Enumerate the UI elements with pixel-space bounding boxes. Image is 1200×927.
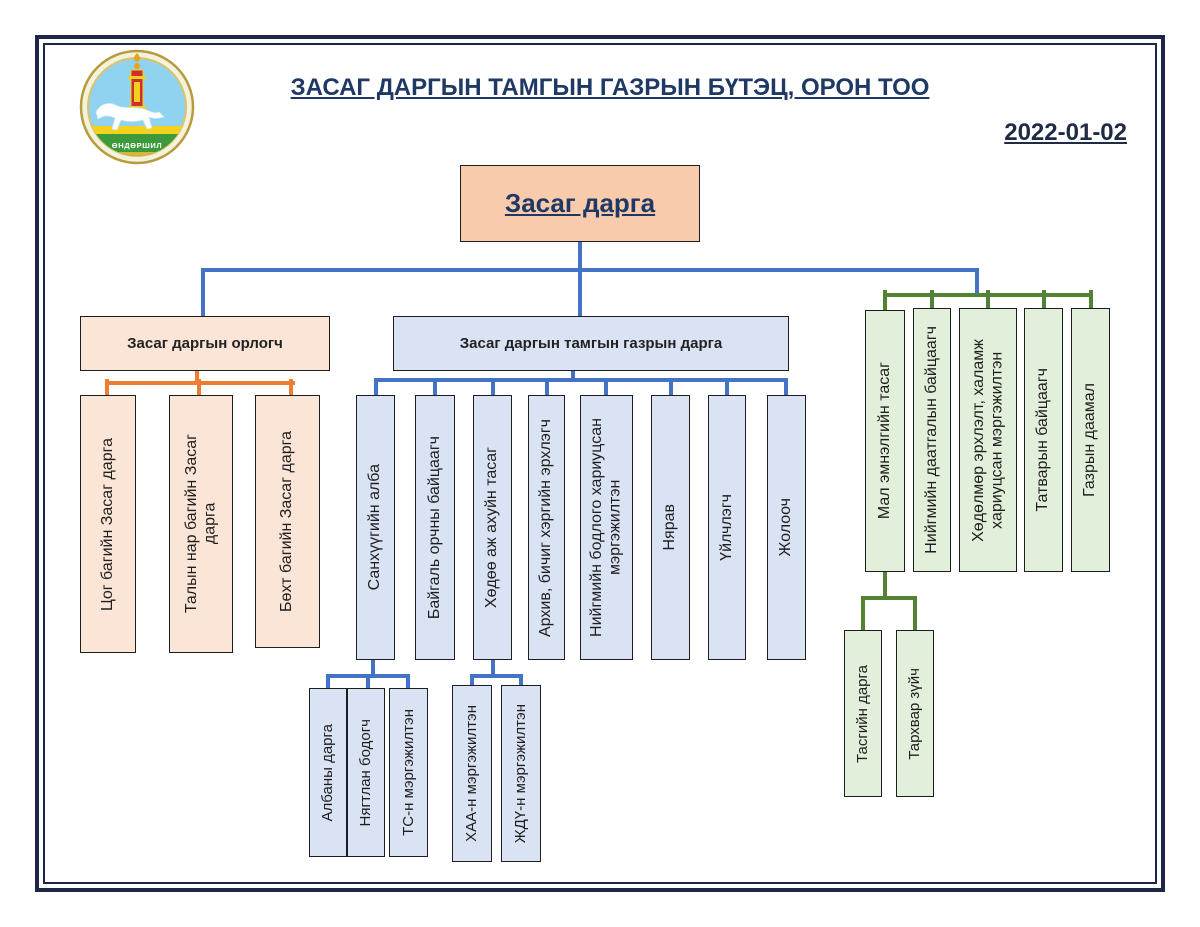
office-unit-box: Жолооч bbox=[767, 395, 806, 660]
finance-sub-label: Нягтлан бодогч bbox=[357, 718, 375, 827]
horse-icon bbox=[95, 103, 165, 131]
office-unit-label: Архив, бичиг хэргийн эрхлэгч bbox=[537, 418, 555, 637]
office-unit-label: Байгаль орчны байцаагч bbox=[425, 435, 443, 620]
direct-unit-label: Татварын байцаагч bbox=[1034, 368, 1052, 512]
page-title: ЗАСАГ ДАРГЫН ТАМГЫН ГАЗРЫН БҮТЭЦ, ОРОН Т… bbox=[290, 74, 930, 101]
soyombo-icon bbox=[128, 53, 146, 115]
direct-unit-label: Нийгмийн даатгалын байцаагч bbox=[922, 326, 940, 554]
deputy-unit-label: Цог багийн Засаг дарга bbox=[98, 437, 116, 611]
vet-sub-box: Тархвар зүйч bbox=[896, 630, 934, 797]
office-unit-box: Үйлчлэгч bbox=[708, 395, 746, 660]
agri-sub-label: ЖДҮ-н мэргэжилтэн bbox=[512, 703, 530, 844]
deputy-unit-label: Бөхт багийн Засаг дарга bbox=[278, 431, 296, 612]
document-date: 2022-01-02 bbox=[1004, 119, 1127, 146]
office-unit-label: Нийгмийн бодлого хариуцсан мэргэжилтэн bbox=[588, 418, 624, 637]
agri-sub-box: ЖДҮ-н мэргэжилтэн bbox=[501, 685, 541, 862]
office-unit-label: Нярав bbox=[661, 504, 679, 551]
deputy-unit-box: Талын нар багийн Засаг дарга bbox=[169, 395, 233, 653]
agri-sub-label: ХАА-н мэргэжилтэн bbox=[463, 705, 481, 842]
direct-unit-box: Хөдөлмөр эрхлэлт, халамж хариуцсан мэргэ… bbox=[959, 308, 1017, 572]
head-label: Засаг дарга bbox=[504, 188, 656, 218]
direct-unit-box: Газрын даамал bbox=[1071, 308, 1110, 572]
deputy-unit-box: Бөхт багийн Засаг дарга bbox=[255, 395, 320, 648]
finance-sub-box: ТС-н мэргэжилтэн bbox=[389, 688, 428, 857]
office-unit-box: Байгаль орчны байцаагч bbox=[415, 395, 455, 660]
finance-sub-box: Албаны дарга bbox=[309, 688, 347, 857]
office-unit-box: Нийгмийн бодлого хариуцсан мэргэжилтэн bbox=[580, 395, 633, 660]
office-unit-label: Санхүүгийн алба bbox=[366, 464, 384, 591]
page-frame-outer bbox=[35, 35, 1165, 892]
direct-unit-label: Мал эмнэлгийн тасаг bbox=[875, 362, 893, 520]
emblem-gold-fringe bbox=[88, 152, 186, 156]
direct-unit-box: Татварын байцаагч bbox=[1024, 308, 1063, 572]
vet-sub-label: Тасгийн дарга bbox=[854, 664, 872, 763]
office-unit-label: Үйлчлэгч bbox=[717, 494, 735, 561]
vet-sub-label: Тархвар зүйч bbox=[906, 667, 924, 760]
office-unit-label: Жолооч bbox=[777, 498, 795, 557]
office-unit-box: Хөдөө аж ахуйн тасаг bbox=[473, 395, 512, 660]
emblem-yellow-band bbox=[88, 126, 186, 134]
office-unit-label: Хөдөө аж ахуйн тасаг bbox=[483, 446, 501, 609]
direct-unit-label: Хөдөлмөр эрхлэлт, халамж хариуцсан мэргэ… bbox=[969, 338, 1005, 542]
deputy-unit-label: Талын нар багийн Засаг дарга bbox=[182, 434, 218, 614]
deputy-box: Засаг даргын орлогч bbox=[80, 316, 330, 371]
finance-sub-label: Албаны дарга bbox=[319, 723, 337, 822]
direct-unit-box: Нийгмийн даатгалын байцаагч bbox=[913, 308, 951, 572]
office-unit-box: Нярав bbox=[651, 395, 690, 660]
finance-sub-label: ТС-н мэргэжилтэн bbox=[399, 709, 417, 836]
page-frame-inner bbox=[43, 43, 1157, 884]
deputy-label: Засаг даргын орлогч bbox=[127, 335, 283, 352]
office-unit-box: Санхүүгийн алба bbox=[356, 395, 395, 660]
emblem-logo: ӨНДӨРШИЛ bbox=[79, 49, 195, 165]
deputy-unit-box: Цог багийн Засаг дарга bbox=[80, 395, 136, 653]
vet-sub-box: Тасгийн дарга bbox=[844, 630, 882, 797]
direct-unit-box: Мал эмнэлгийн тасаг bbox=[865, 310, 905, 572]
direct-unit-label: Газрын даамал bbox=[1081, 383, 1099, 497]
agri-sub-box: ХАА-н мэргэжилтэн bbox=[452, 685, 492, 862]
finance-sub-box: Нягтлан бодогч bbox=[347, 688, 385, 857]
office-head-box: Засаг даргын тамгын газрын дарга bbox=[393, 316, 789, 371]
head-box: Засаг дарга bbox=[460, 165, 700, 242]
office-head-label: Засаг даргын тамгын газрын дарга bbox=[459, 335, 723, 352]
office-unit-box: Архив, бичиг хэргийн эрхлэгч bbox=[528, 395, 565, 660]
emblem-text: ӨНДӨРШИЛ bbox=[112, 141, 162, 150]
